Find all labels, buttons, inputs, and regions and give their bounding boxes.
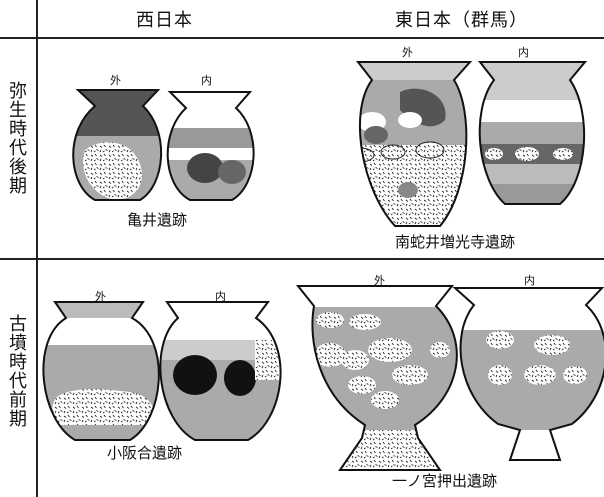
tag-outer-ichino: 外 xyxy=(374,274,385,287)
pot-kamei-outer xyxy=(72,89,163,201)
period-column-rule xyxy=(36,0,38,497)
period-yayoi: 弥生時代後期 xyxy=(3,82,33,196)
pot-ichino-inner xyxy=(452,287,604,461)
tag-outer-kosaka: 外 xyxy=(95,290,106,303)
period-yayoi-text: 弥生時代後期 xyxy=(9,81,27,197)
pot-ichino-outer xyxy=(295,285,458,471)
pot-minami-inner xyxy=(477,61,588,205)
row-rule xyxy=(0,258,604,260)
site-kamei: 亀井遺跡 xyxy=(127,211,188,229)
site-ichinomiya: 一ノ宮押出遺跡 xyxy=(392,472,498,490)
header-rule xyxy=(0,37,604,39)
tag-inner-minami: 内 xyxy=(518,46,529,59)
tag-outer-kamei: 外 xyxy=(110,74,121,87)
site-minamijahii: 南蛇井増光寺遺跡 xyxy=(395,233,516,251)
pot-kosaka-inner xyxy=(159,301,282,441)
pot-minami-outer xyxy=(355,61,473,227)
tag-inner-kamei: 内 xyxy=(201,74,212,87)
tag-inner-kosaka: 内 xyxy=(215,290,226,303)
site-kosakaai: 小阪合遺跡 xyxy=(107,444,183,462)
pot-kamei-inner xyxy=(166,91,255,201)
period-kofun-text: 古墳時代前期 xyxy=(9,314,27,430)
tag-outer-minami: 外 xyxy=(402,46,413,59)
header-west: 西日本 xyxy=(136,10,193,31)
tag-inner-ichino: 内 xyxy=(524,274,535,287)
pot-kosaka-outer xyxy=(42,301,160,441)
header-east: 東日本（群馬） xyxy=(395,10,528,31)
period-kofun: 古墳時代前期 xyxy=(3,315,33,429)
